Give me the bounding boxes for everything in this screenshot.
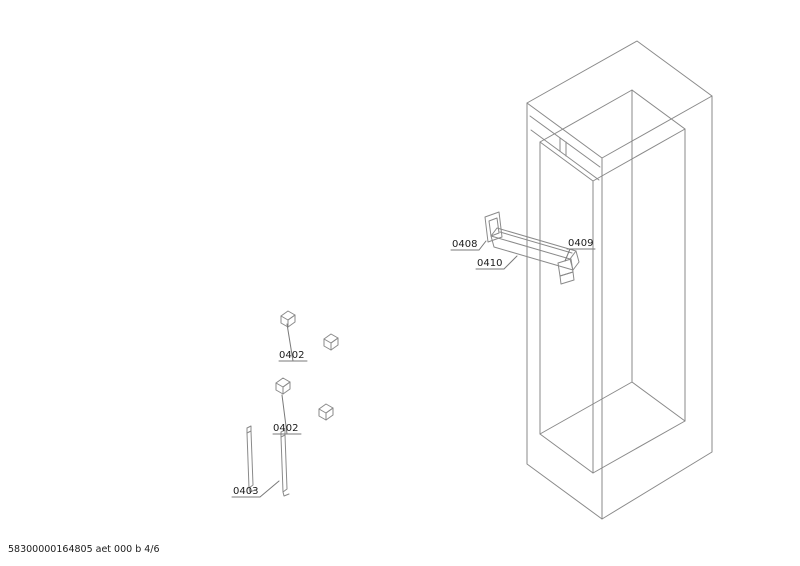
leader-line-0402-lower xyxy=(272,394,302,435)
cabinet-top-rail xyxy=(529,115,601,168)
leader-line-0410 xyxy=(475,255,518,270)
door-shelf-0410-drawing xyxy=(490,227,580,271)
cover-0409-drawing xyxy=(557,258,575,285)
leader-line-0402-upper xyxy=(278,323,308,362)
cabinet-right-face xyxy=(601,95,713,520)
leader-line-0403 xyxy=(231,480,280,498)
leader-line-0408 xyxy=(450,240,487,251)
part-label-0403: 0403 xyxy=(233,486,258,497)
document-code: 58300000164805 aet 000 b 4/6 xyxy=(8,544,160,555)
cabinet-rail-notch xyxy=(559,137,567,157)
part-label-0408: 0408 xyxy=(452,239,477,250)
part-label-0409: 0409 xyxy=(568,238,593,249)
cabinet-interior-back xyxy=(631,89,686,422)
cabinet-drawing xyxy=(526,40,713,520)
leader-line-0409 xyxy=(564,248,596,262)
rails-0403-drawing xyxy=(246,425,290,497)
clip-0402-upper-drawing xyxy=(280,310,339,351)
cabinet-top-rail-inner xyxy=(530,129,600,181)
support-0408-drawing xyxy=(484,211,503,243)
cabinet-interior-depth-lines xyxy=(539,89,686,474)
clip-0402-lower-drawing xyxy=(275,377,334,421)
cabinet-top-face xyxy=(526,40,713,159)
cabinet-front-face xyxy=(526,102,603,520)
leader-lines xyxy=(231,240,596,498)
part-label-0402-lower: 0402 xyxy=(273,423,298,434)
part-label-0402-upper: 0402 xyxy=(279,350,304,361)
cabinet-door-opening xyxy=(539,141,594,474)
part-label-0410: 0410 xyxy=(477,258,502,269)
